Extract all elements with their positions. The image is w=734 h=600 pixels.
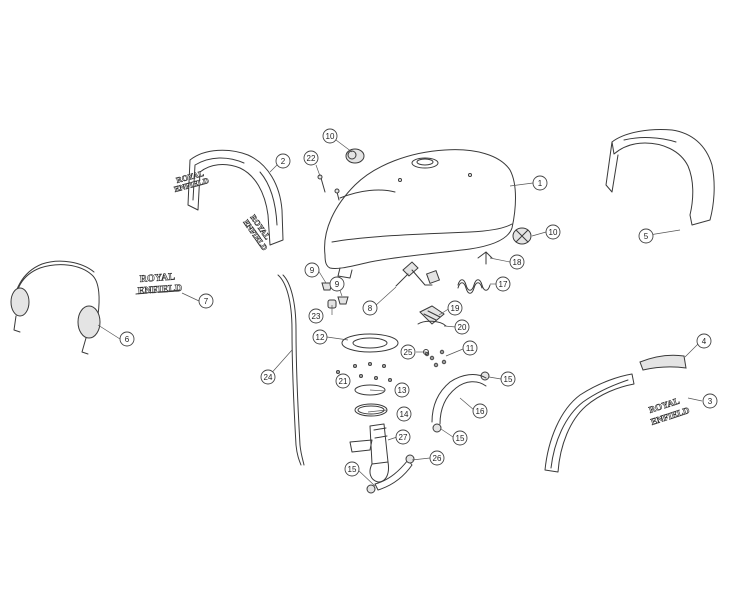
callout-number: 6	[125, 335, 130, 344]
callout-number: 3	[708, 397, 713, 406]
callout-3: 3	[702, 393, 718, 409]
fuel-pump	[349, 423, 389, 483]
callout-21: 21	[335, 373, 351, 389]
callout-number: 15	[504, 375, 513, 384]
callout-number: 21	[339, 377, 348, 386]
callout-number: 15	[348, 465, 357, 474]
callout-22: 22	[303, 150, 319, 166]
callout-number: 19	[451, 304, 460, 313]
callout-number: 8	[368, 304, 373, 313]
callout-9b: 9	[329, 276, 345, 292]
callout-number: 11	[466, 344, 475, 353]
callout-number: 12	[316, 333, 325, 342]
callout-number: 20	[458, 323, 467, 332]
knee-pad-set	[10, 260, 101, 355]
callout-number: 9	[335, 280, 340, 289]
callout-number: 17	[499, 280, 508, 289]
callout-16: 16	[472, 403, 488, 419]
tank-cap	[345, 148, 365, 164]
callout-number: 9	[310, 266, 315, 275]
callout-8: 8	[362, 300, 378, 316]
callout-number: 24	[264, 373, 273, 382]
callout-number: 14	[400, 410, 409, 419]
callout-number: 16	[476, 407, 485, 416]
callout-15b: 15	[452, 430, 468, 446]
callout-15a: 15	[500, 371, 516, 387]
callout-19: 19	[447, 300, 463, 316]
callout-number: 25	[404, 348, 413, 357]
callout-2: 2	[275, 153, 291, 169]
breather-tube	[277, 274, 305, 466]
callout-4: 4	[696, 333, 712, 349]
callout-number: 5	[644, 232, 649, 241]
callout-20: 20	[454, 319, 470, 335]
callout-17: 17	[495, 276, 511, 292]
badge-line2: ENFIELD	[137, 283, 182, 297]
callout-number: 27	[399, 433, 408, 442]
long-bolt	[317, 174, 340, 201]
filler-cap	[512, 227, 532, 245]
callout-number: 15	[456, 434, 465, 443]
callout-number: 10	[549, 228, 558, 237]
callout-number: 13	[398, 386, 407, 395]
callout-13: 13	[394, 382, 410, 398]
callout-number: 10	[326, 132, 335, 141]
callout-18: 18	[509, 254, 525, 270]
gasket	[417, 320, 447, 327]
callout-11: 11	[462, 340, 478, 356]
royal-enfield-badge: ROYAL ENFIELD	[135, 271, 183, 297]
fuel-filter	[419, 305, 445, 325]
callout-number: 1	[538, 179, 543, 188]
callout-5: 5	[638, 228, 654, 244]
callout-10a: 10	[322, 128, 338, 144]
stripe-decal	[639, 354, 687, 371]
tank-shroud	[605, 129, 715, 226]
callout-number: 22	[307, 154, 316, 163]
fuel-tank	[324, 149, 516, 279]
bracket	[477, 251, 493, 265]
callout-9a: 9	[304, 262, 320, 278]
callout-number: 4	[702, 337, 707, 346]
callout-number: 26	[433, 454, 442, 463]
callout-14: 14	[396, 406, 412, 422]
callout-26: 26	[429, 450, 445, 466]
callout-number: 2	[281, 157, 286, 166]
fuel-hose	[431, 374, 487, 425]
fuel-level-sender	[395, 261, 441, 287]
callout-23: 23	[308, 308, 324, 324]
mounting-plate	[341, 333, 399, 353]
callout-25: 25	[400, 344, 416, 360]
right-tank-graphic: ROYAL ENFIELD	[544, 373, 691, 473]
grommet-small	[321, 282, 349, 305]
o-ring-lower	[354, 403, 388, 417]
hose-elbow	[374, 454, 415, 491]
callout-24: 24	[260, 369, 276, 385]
callout-7: 7	[198, 293, 214, 309]
callout-number: 23	[312, 312, 321, 321]
callout-number: 18	[513, 258, 522, 267]
callout-10b: 10	[545, 224, 561, 240]
hose-clamp	[366, 371, 490, 494]
callout-12: 12	[312, 329, 328, 345]
callout-27: 27	[395, 429, 411, 445]
spring	[457, 279, 491, 294]
callout-6: 6	[119, 331, 135, 347]
callout-1: 1	[532, 175, 548, 191]
badge-line1: ROYAL	[139, 272, 175, 285]
callout-15c: 15	[344, 461, 360, 477]
left-tank-graphic: ROYAL ENFIELD ROYAL ENFIELD	[173, 149, 284, 253]
o-ring-upper	[354, 384, 386, 396]
callout-number: 7	[204, 297, 209, 306]
